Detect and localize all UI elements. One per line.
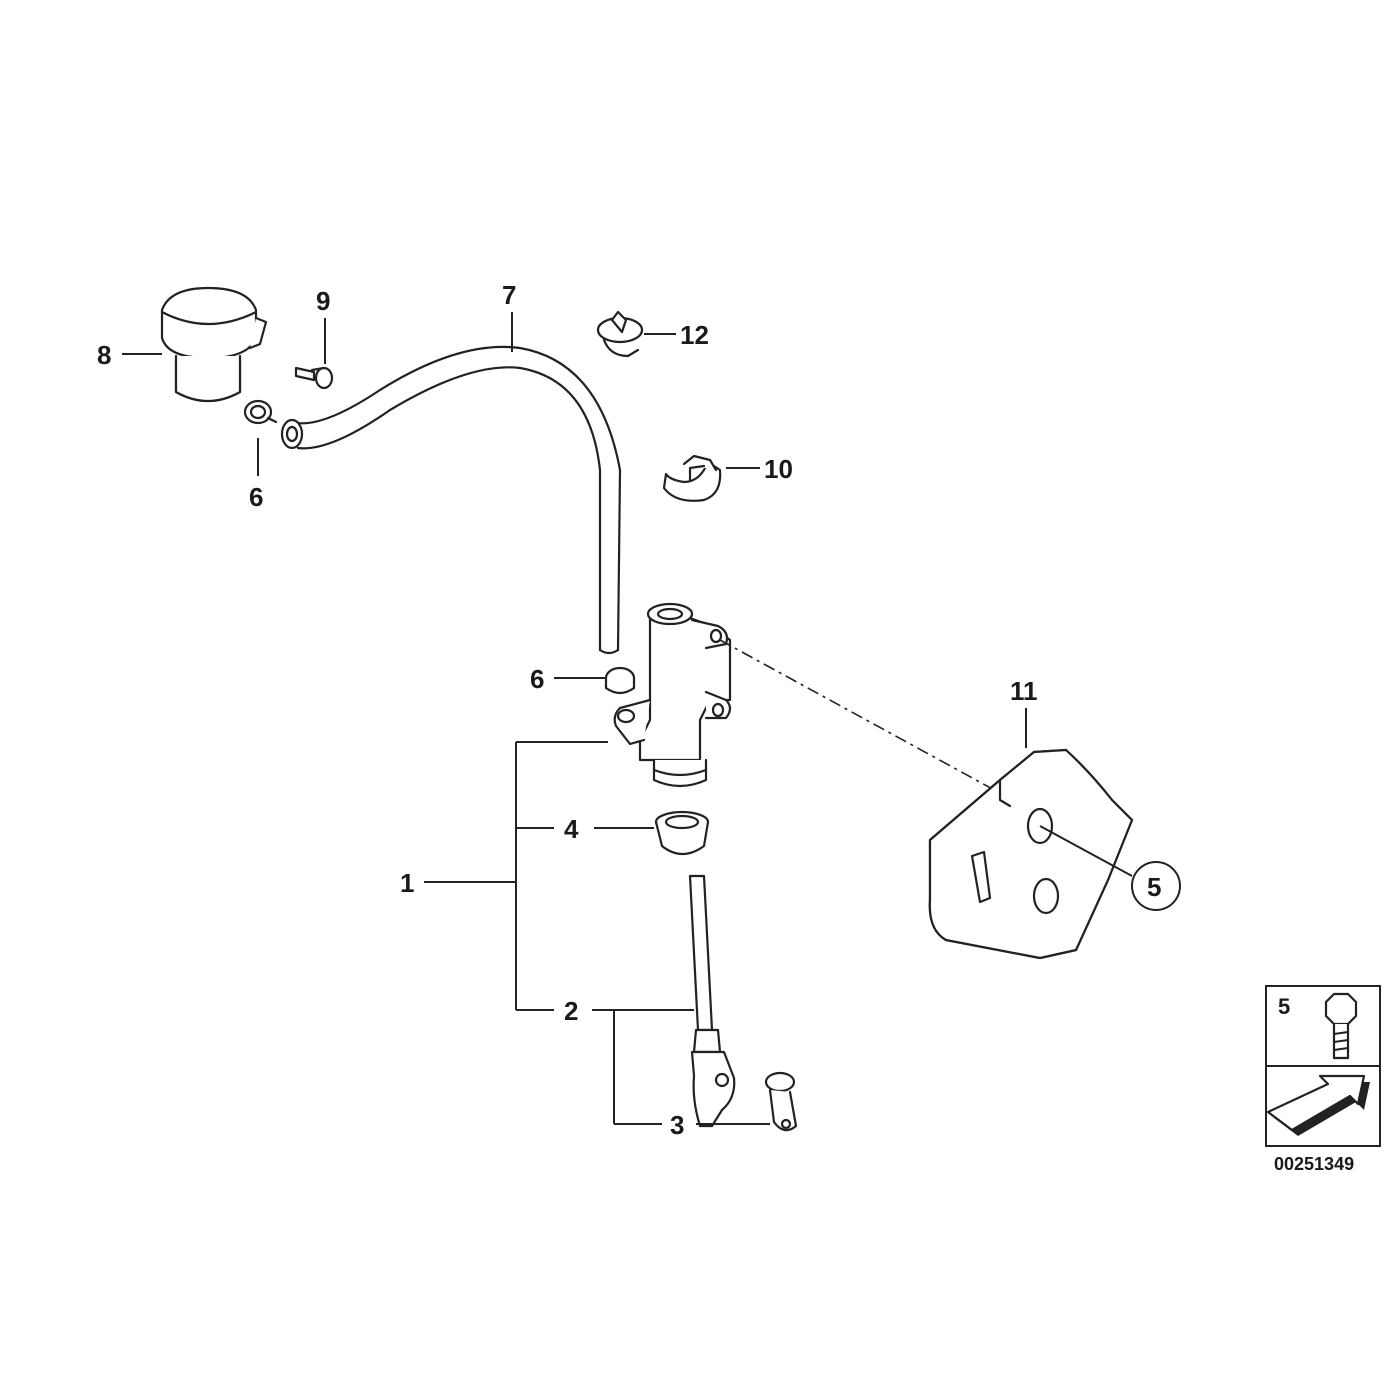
screw-part-9[interactable] [294,366,334,390]
callout-11: 11 [1010,676,1038,706]
callout-9: 9 [316,286,330,316]
pin-part-3[interactable] [764,1071,798,1132]
alignment-line [719,639,999,793]
callout-10: 10 [764,454,793,484]
clip-part-10[interactable] [662,454,722,502]
direction-arrow-icon [1266,1074,1370,1136]
callout-circle-5 [1131,861,1181,911]
callout-6-top: 6 [249,482,263,512]
push-rod-part-2[interactable] [688,874,736,1128]
hose-clamp-part-6-top[interactable] [243,399,278,425]
seal-part-4[interactable] [654,810,710,856]
bracket-lines [424,741,694,1125]
heel-plate-part-11[interactable] [928,748,1134,960]
callout-6-bottom: 6 [530,664,544,694]
callout-12: 12 [680,320,709,350]
leader-5 [1039,825,1133,877]
callout-2: 2 [564,996,578,1026]
hose-clamp-part-6-bottom[interactable] [604,666,636,695]
callout-4: 4 [564,814,579,844]
diagram-id: 00251349 [1274,1154,1354,1174]
callout-5: 5 [1147,872,1161,902]
callout-8: 8 [97,340,111,370]
callout-7: 7 [502,280,516,310]
hose-part-7[interactable] [280,345,622,655]
legend-item-number: 5 [1278,994,1290,1019]
master-cylinder[interactable] [613,602,732,788]
legend-box: 5 [1265,985,1381,1147]
clip-part-12[interactable] [596,310,644,358]
callout-1: 1 [400,868,414,898]
bolt-icon [1324,992,1358,1060]
callout-3: 3 [670,1110,684,1140]
reservoir-part-8[interactable] [160,286,268,402]
